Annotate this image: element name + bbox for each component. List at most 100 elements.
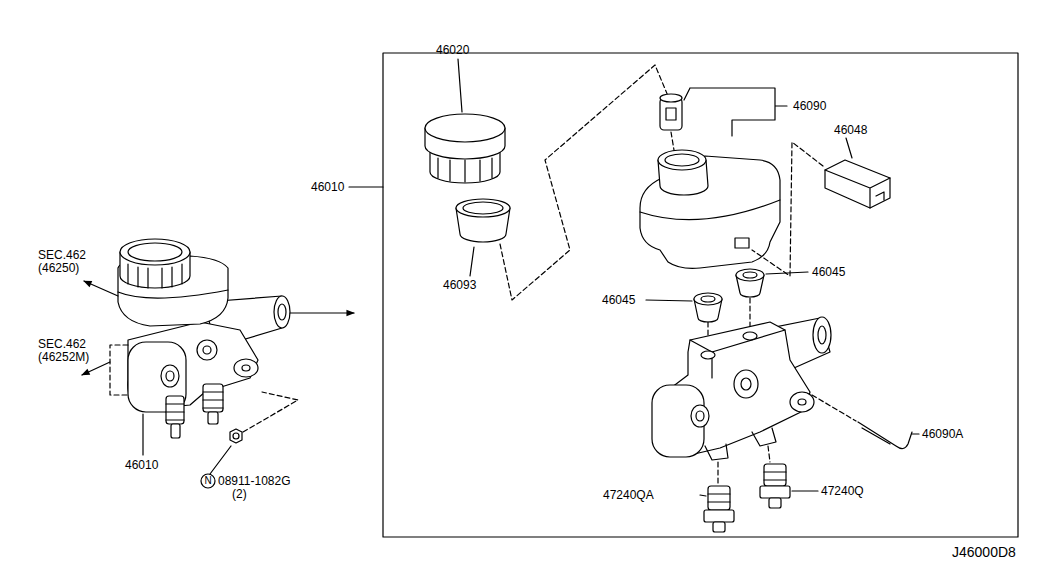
dashed-leader xyxy=(718,446,770,484)
master-cylinder-body-part xyxy=(798,399,806,405)
reservoir-tank-part xyxy=(640,200,780,220)
cap-seal-part xyxy=(463,202,503,214)
grommet xyxy=(736,269,764,297)
master-cylinder-body-part xyxy=(741,378,751,390)
strainer-part xyxy=(666,108,676,120)
callout-number: 46010 xyxy=(311,181,344,193)
level-sensor-connector-part xyxy=(876,192,884,200)
assembled-master-cylinder-part xyxy=(242,365,250,371)
grommet-part xyxy=(694,293,722,305)
assembled-master-cylinder-part xyxy=(128,264,182,288)
assembled-master-cylinder-part xyxy=(171,424,180,438)
part-number: 08911-1082G xyxy=(218,475,291,487)
brake-switch xyxy=(760,464,790,508)
dashed-leader xyxy=(500,65,668,300)
level-sensor-connector xyxy=(825,160,890,208)
master-cylinder-body-part xyxy=(734,370,758,398)
leader-line xyxy=(458,59,462,112)
assembled-master-cylinder xyxy=(118,239,290,438)
leader-line xyxy=(700,495,706,496)
cap-seal-part xyxy=(456,199,510,217)
symbol-letter: N xyxy=(204,476,211,486)
retaining-clip xyxy=(858,422,912,449)
grommet-part xyxy=(701,296,715,302)
reservoir-tank-part xyxy=(665,154,699,166)
assembled-master-cylinder-part xyxy=(118,290,228,298)
assembled-master-cylinder-part xyxy=(120,239,190,265)
master-cylinder-body-part xyxy=(790,392,814,412)
bracket-leader xyxy=(684,88,787,136)
assembled-master-cylinder-part xyxy=(166,404,184,420)
section-reference: (46250) xyxy=(38,262,79,274)
detail-frame xyxy=(383,53,1018,537)
assembled-master-cylinder-part xyxy=(166,371,174,381)
master-cylinder-body-part xyxy=(743,332,757,340)
arrow xyxy=(290,312,354,313)
reservoir-cap xyxy=(425,114,505,183)
nut xyxy=(230,429,242,443)
brake-switch-part xyxy=(713,522,725,532)
diagram-code: J46000D8 xyxy=(952,545,1016,559)
assembled-master-cylinder-part xyxy=(197,340,217,360)
leader-line xyxy=(846,138,852,158)
master-cylinder-body-part xyxy=(818,326,826,344)
leader-line xyxy=(142,414,143,455)
callout-number: 46045 xyxy=(812,266,845,278)
callout-number: 46045 xyxy=(602,294,635,306)
callout-number: 46093 xyxy=(443,279,476,291)
callout-number: 46010 xyxy=(125,459,158,471)
assembled-master-cylinder-part xyxy=(234,359,258,377)
callout-number: 46090A xyxy=(922,428,963,440)
master-cylinder-body-part xyxy=(696,411,704,421)
assembled-master-cylinder-part xyxy=(203,346,211,354)
assembled-master-cylinder-part xyxy=(128,243,182,261)
arrow xyxy=(84,281,118,296)
leader-line xyxy=(349,186,383,187)
leader-line xyxy=(470,247,474,276)
master-cylinder-body xyxy=(652,317,831,460)
callout-number: 46020 xyxy=(436,44,469,56)
master-cylinder-body-part xyxy=(813,317,831,353)
brake-switch-part xyxy=(764,472,786,480)
section-reference: SEC.462 xyxy=(38,249,86,261)
reservoir-cap-part xyxy=(425,114,505,142)
quantity: (2) xyxy=(232,488,247,500)
reservoir-tank-part xyxy=(640,156,780,268)
assembled-master-cylinder-part xyxy=(166,396,184,424)
dashed-leader xyxy=(752,142,823,276)
section-reference: SEC.462 xyxy=(38,338,86,350)
assembled-master-cylinder-part xyxy=(203,384,223,412)
master-cylinder-body-part xyxy=(690,330,785,378)
dashed-bracket xyxy=(110,345,128,395)
grommet xyxy=(694,293,722,322)
section-reference: (46252M) xyxy=(38,351,89,363)
reservoir-tank xyxy=(640,150,780,268)
arrow xyxy=(82,362,110,375)
level-sensor-connector-part xyxy=(825,160,890,208)
master-cylinder-body-part xyxy=(701,351,715,359)
dashed-leader xyxy=(243,392,298,432)
brake-switch-part xyxy=(708,486,730,510)
callout-number: 47240QA xyxy=(603,489,654,501)
brake-switch xyxy=(704,486,734,532)
callout-number: 46048 xyxy=(834,124,867,136)
dashed-leader xyxy=(812,395,856,421)
brake-switch-part xyxy=(708,494,730,502)
reservoir-cap-part xyxy=(438,158,492,182)
level-sensor-connector-part xyxy=(825,170,890,208)
brake-switch-part xyxy=(769,498,781,508)
reservoir-tank-part xyxy=(658,150,706,170)
assembled-master-cylinder-part xyxy=(161,365,179,387)
brake-switch-part xyxy=(704,510,734,522)
strainer-part xyxy=(660,98,682,130)
assembled-master-cylinder-part xyxy=(278,304,286,320)
parts-illustration-part xyxy=(82,53,1018,537)
leader-line xyxy=(646,300,692,301)
assembled-master-cylinder-part xyxy=(208,412,218,424)
leader-line xyxy=(766,272,808,274)
nut-hole xyxy=(233,433,239,439)
assembled-master-cylinder-part xyxy=(203,392,223,408)
